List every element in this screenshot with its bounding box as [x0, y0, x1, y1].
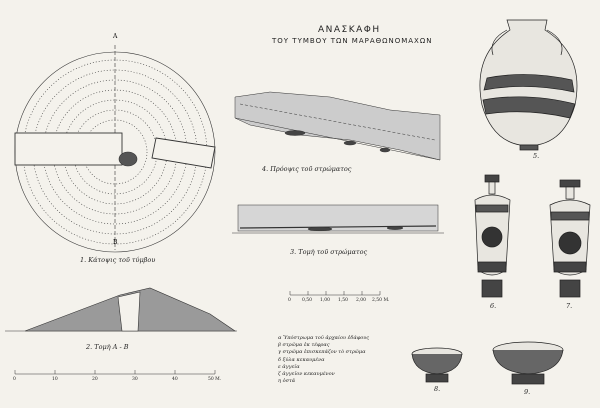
- large-scale-bar: [14, 370, 216, 375]
- caption-fig8: 8.: [434, 385, 441, 393]
- small-scale-tick: 2,50 Μ.: [372, 298, 390, 303]
- stratum-section: [232, 204, 444, 234]
- legend-item: α Ὑπόστρωμα τοῦ ἀρχαίου ἐδάφους: [278, 335, 370, 341]
- large-scale-tick: 20: [92, 377, 98, 382]
- small-scale-tick: 1,50: [338, 298, 349, 303]
- amphora-vase: [479, 19, 578, 151]
- legend-item: ε ἀγγεῖα: [278, 363, 300, 370]
- legend-item: β στρῶμα ἐκ τέφρας: [278, 342, 330, 349]
- small-scale-tick: 2,00: [356, 298, 367, 303]
- legend-item: γ στρῶμα ἐπισκεπάζον τὸ στρῶμα: [278, 349, 366, 356]
- legend-item: ζ ἀγγεῖον κεκαυμένον: [278, 371, 335, 378]
- plate-title: ΑΝΑΣΚΑΦΗ: [318, 25, 381, 35]
- mound-plan: [14, 45, 216, 253]
- large-scale-tick: 0: [13, 377, 16, 382]
- caption-fig4: 4. Πρόοψις τοῦ στρώματος: [262, 165, 352, 173]
- legend-item: δ ξύλα κεκαυμένα: [278, 356, 325, 363]
- lekythos-6: [474, 174, 511, 298]
- section-mark-b: B: [113, 239, 118, 246]
- large-scale-tick: 50 Μ.: [208, 377, 222, 382]
- small-scale-tick: 0,50: [302, 298, 313, 303]
- bowl-9: [492, 341, 564, 385]
- legend: α Ὑπόστρωμα τοῦ ἀρχαίου ἐδάφους β στρῶμα…: [278, 335, 369, 385]
- large-scale-tick: 10: [52, 377, 58, 382]
- caption-fig1: 1. Κάτοψις τοῦ τύμβου: [80, 256, 156, 264]
- caption-fig3: 3. Τομὴ τοῦ στρώματος: [290, 248, 368, 256]
- mound-section: [5, 287, 237, 332]
- plate-subtitle: ΤΟΥ ΤΥΜΒΟΥ ΤΩΝ ΜΑΡΑΘΩΝΟΜΑΧΩΝ: [272, 37, 433, 45]
- lekythos-7: [549, 179, 591, 298]
- caption-fig6: 6.: [490, 302, 497, 310]
- caption-fig9: 9.: [524, 388, 531, 396]
- stratum-elevation: [234, 91, 441, 161]
- large-scale-tick: 40: [172, 377, 178, 382]
- small-scale-tick: 1,00: [320, 298, 331, 303]
- legend-item: η ὀστᾶ: [278, 378, 296, 385]
- section-mark-a: A: [112, 33, 118, 40]
- small-scale-tick: 0: [288, 298, 291, 303]
- caption-fig2: 2. Τομὴ Α - Β: [86, 343, 129, 351]
- caption-fig5: 5.: [533, 152, 540, 160]
- small-scale-bar: [289, 291, 381, 296]
- large-scale-tick: 30: [132, 377, 138, 382]
- caption-fig7: 7.: [566, 302, 573, 310]
- bowl-8: [411, 347, 463, 383]
